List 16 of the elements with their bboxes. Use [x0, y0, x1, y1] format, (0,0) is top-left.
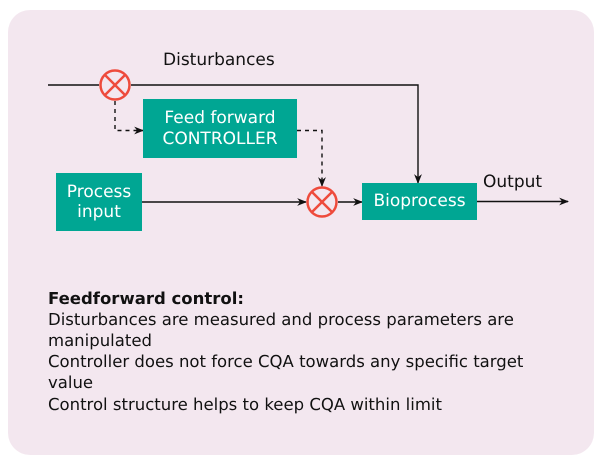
process-box: Feed forward CONTROLLER — [143, 99, 297, 158]
note-text: Controller does not force CQA towards any specific target value — [48, 351, 524, 394]
arrow — [142, 198, 307, 206]
arrow — [338, 198, 363, 206]
edge-label: Output — [483, 172, 542, 192]
notes-heading: Feedforward control: — [48, 288, 245, 310]
process-box: Process input — [56, 173, 142, 231]
dashed-arrow — [297, 130, 326, 187]
summing-junction-icon — [99, 69, 131, 101]
dashed-arrow — [114, 101, 144, 134]
arrow — [477, 198, 569, 206]
note-text: Control structure helps to keep CQA within limit — [48, 394, 443, 415]
note-text: Disturbances are measured and process parameters are manipulated — [48, 309, 515, 352]
summing-junction-icon — [306, 186, 338, 218]
process-box: Bioprocess — [362, 183, 477, 220]
arrow — [131, 84, 422, 184]
